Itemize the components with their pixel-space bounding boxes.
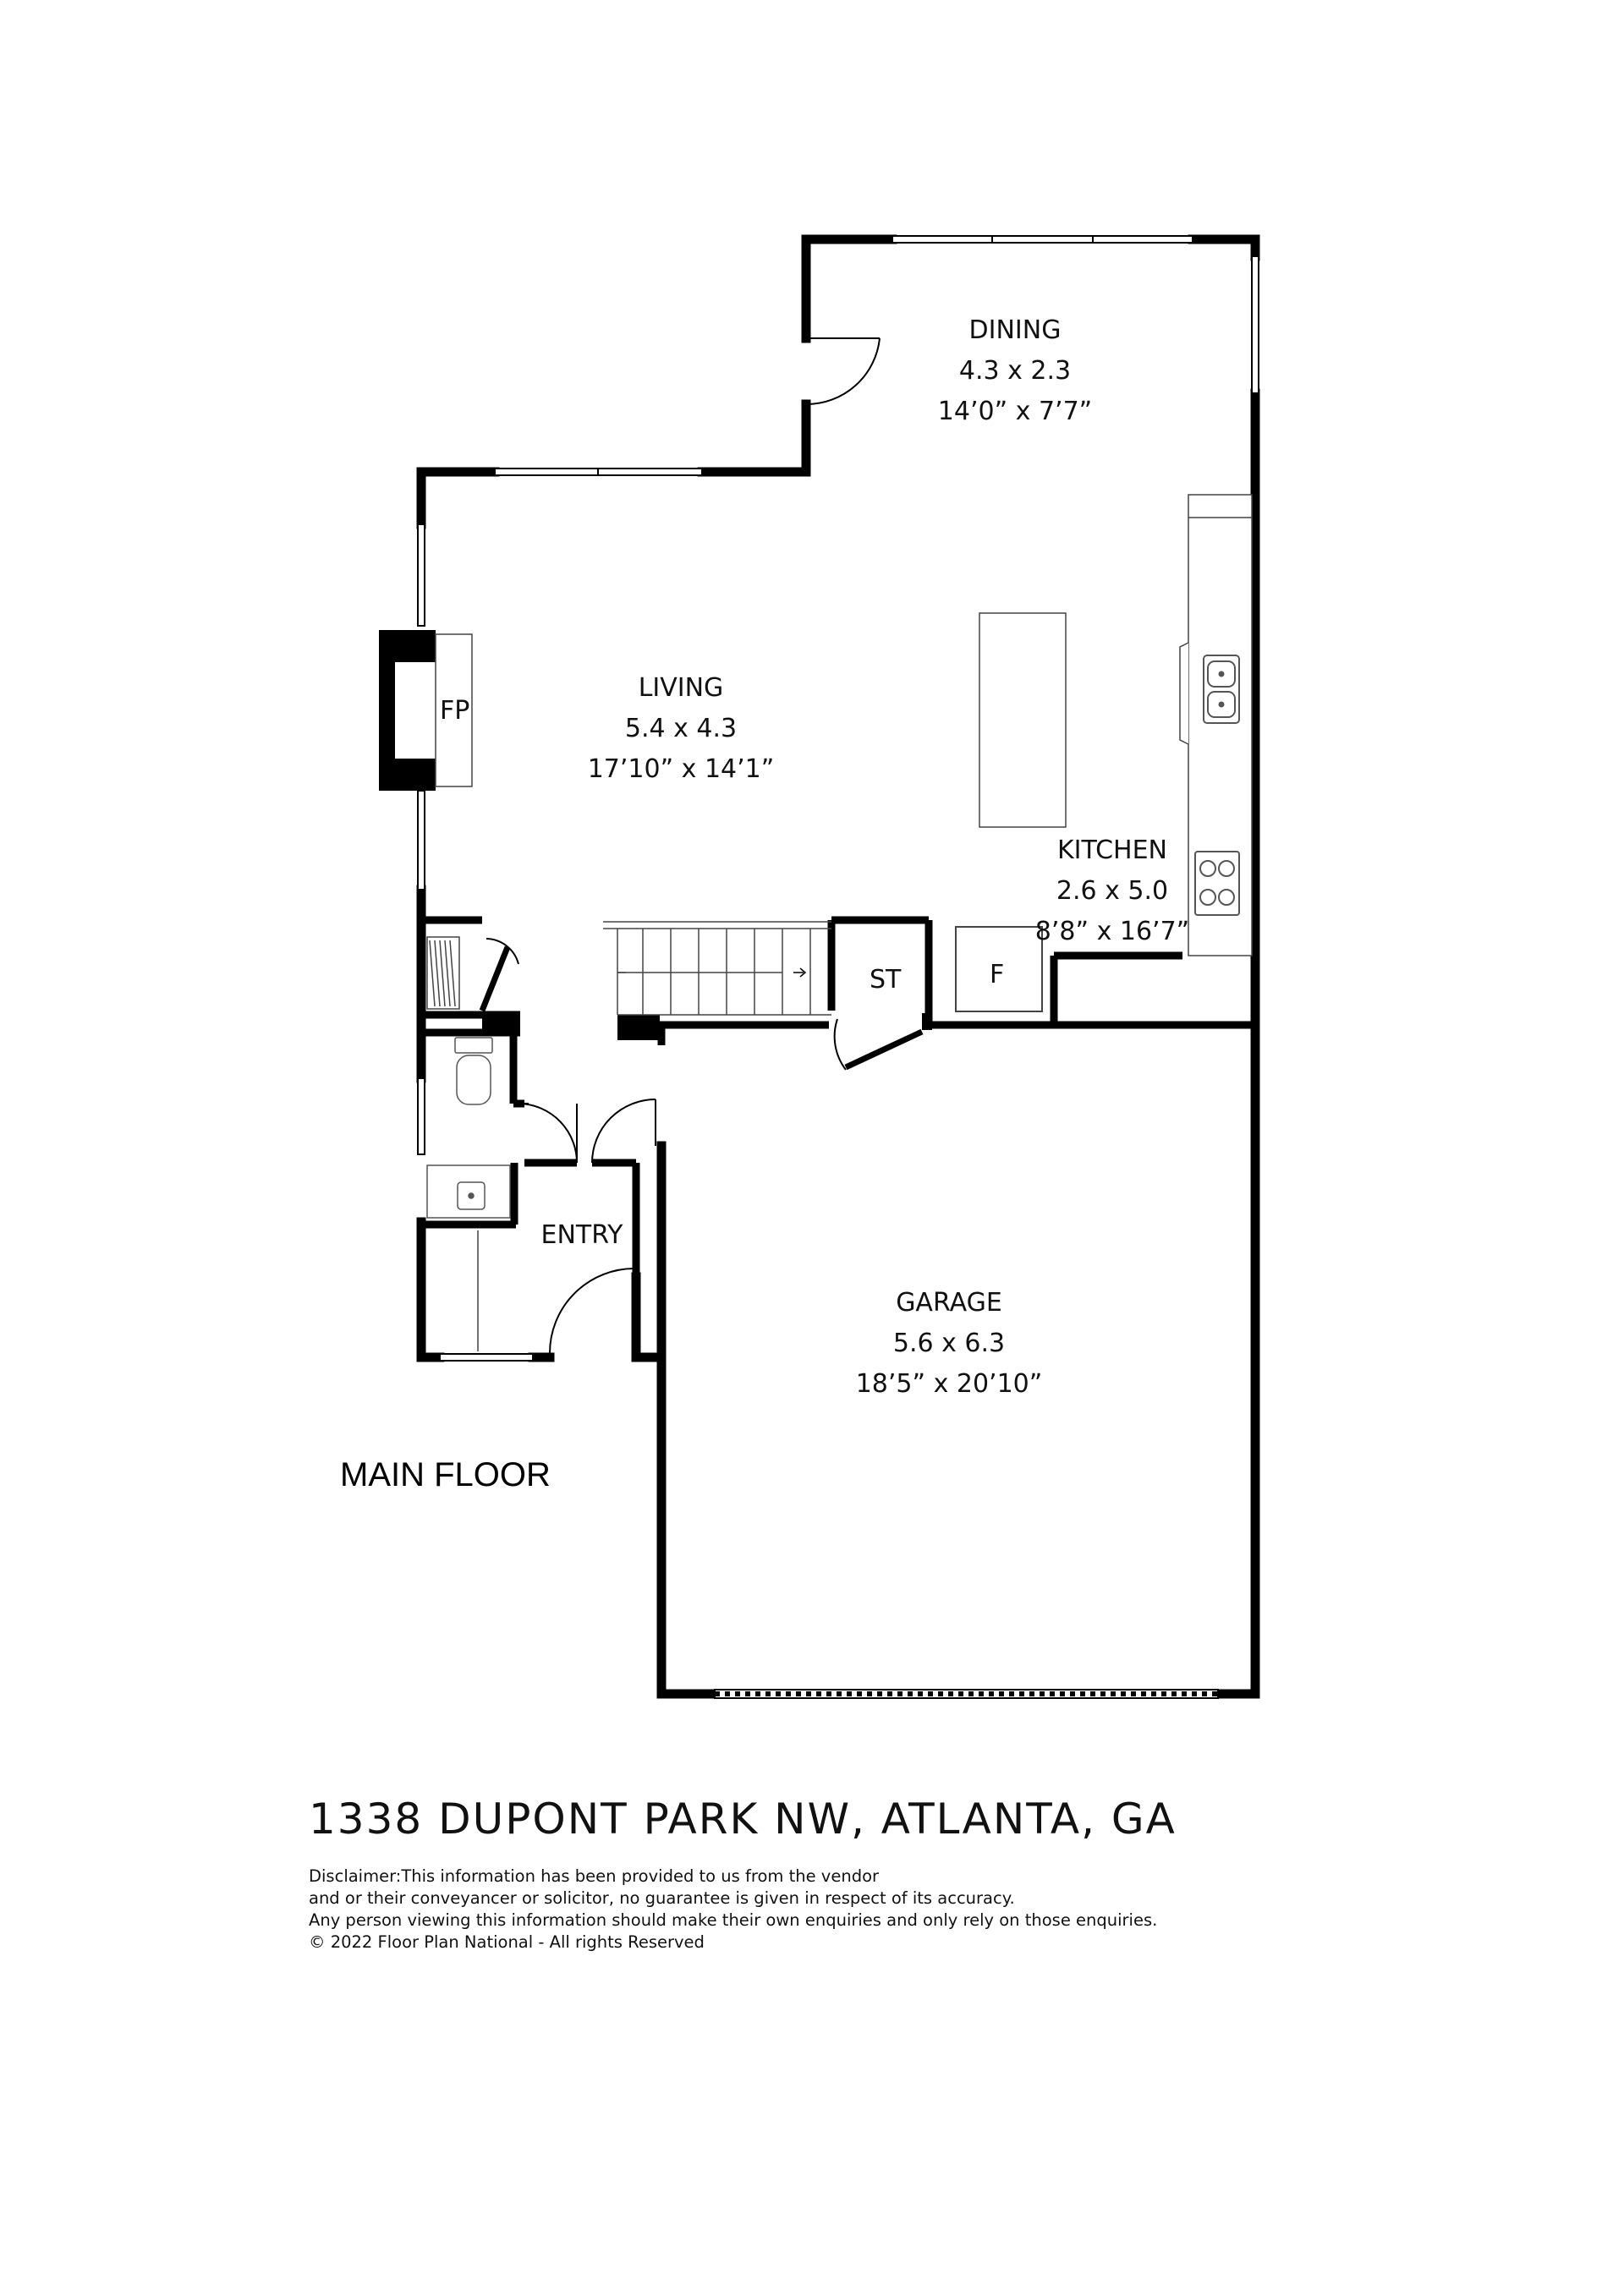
- disclaimer-line: Disclaimer:This information has been pro…: [309, 1866, 880, 1886]
- disclaimer-line: Any person viewing this information shou…: [309, 1910, 1158, 1930]
- dining-imperial: 14’0” x 7’7”: [938, 397, 1092, 426]
- wall-blocks: [482, 1013, 932, 1040]
- kitchen-counter: [1188, 494, 1253, 956]
- kitchen-island: [979, 612, 1067, 828]
- toilet-icon: [454, 1037, 493, 1105]
- kitchen-metric: 2.6 x 5.0: [1056, 876, 1168, 906]
- disclaimer-line: and or their conveyancer or solicitor, n…: [309, 1888, 1015, 1908]
- windows: [417, 235, 1259, 1362]
- garage-name: GARAGE: [896, 1288, 1002, 1318]
- garage-door: [714, 1689, 1219, 1699]
- copyright-line: © 2022 Floor Plan National - All rights …: [309, 1932, 705, 1952]
- floor-label: MAIN FLOOR: [340, 1456, 551, 1493]
- disclaimer: Disclaimer:This information has been pro…: [309, 1866, 1157, 1954]
- fridge-label: F: [990, 960, 1004, 989]
- fireplace: FP: [379, 630, 473, 791]
- vanity-sink-icon: [426, 1164, 511, 1219]
- living-metric: 5.4 x 4.3: [625, 714, 737, 743]
- dining-metric: 4.3 x 2.3: [959, 356, 1071, 386]
- stove-icon: [1194, 851, 1240, 916]
- property-address: 1338 DUPONT PARK NW, ATLANTA, GA: [309, 1795, 1177, 1844]
- living-imperial: 17’10” x 14’1”: [588, 754, 775, 784]
- kitchen-name: KITCHEN: [1057, 836, 1167, 865]
- counter-bump: [1179, 642, 1189, 745]
- garage-metric: 5.6 x 6.3: [893, 1329, 1005, 1358]
- storage-label: ST: [870, 965, 902, 995]
- garage-imperial: 18’5” x 20’10”: [856, 1369, 1043, 1399]
- fireplace-label: FP: [440, 696, 469, 726]
- staircase: [603, 921, 831, 1016]
- room-labels: DINING 4.3 x 2.3 14’0” x 7’7” LIVING 5.4…: [541, 315, 1190, 1399]
- dining-name: DINING: [969, 315, 1062, 345]
- living-name: LIVING: [639, 673, 724, 703]
- kitchen-fixtures: [979, 494, 1253, 956]
- closet-hangers: [426, 936, 460, 1010]
- fridge-icon: F: [955, 926, 1043, 1012]
- kitchen-imperial: 8’8” x 16’7”: [1035, 917, 1189, 946]
- sink-icon: [1203, 655, 1240, 724]
- exterior-walls: [416, 234, 1260, 1699]
- entry-name: ENTRY: [541, 1220, 624, 1250]
- doors: [479, 337, 924, 1357]
